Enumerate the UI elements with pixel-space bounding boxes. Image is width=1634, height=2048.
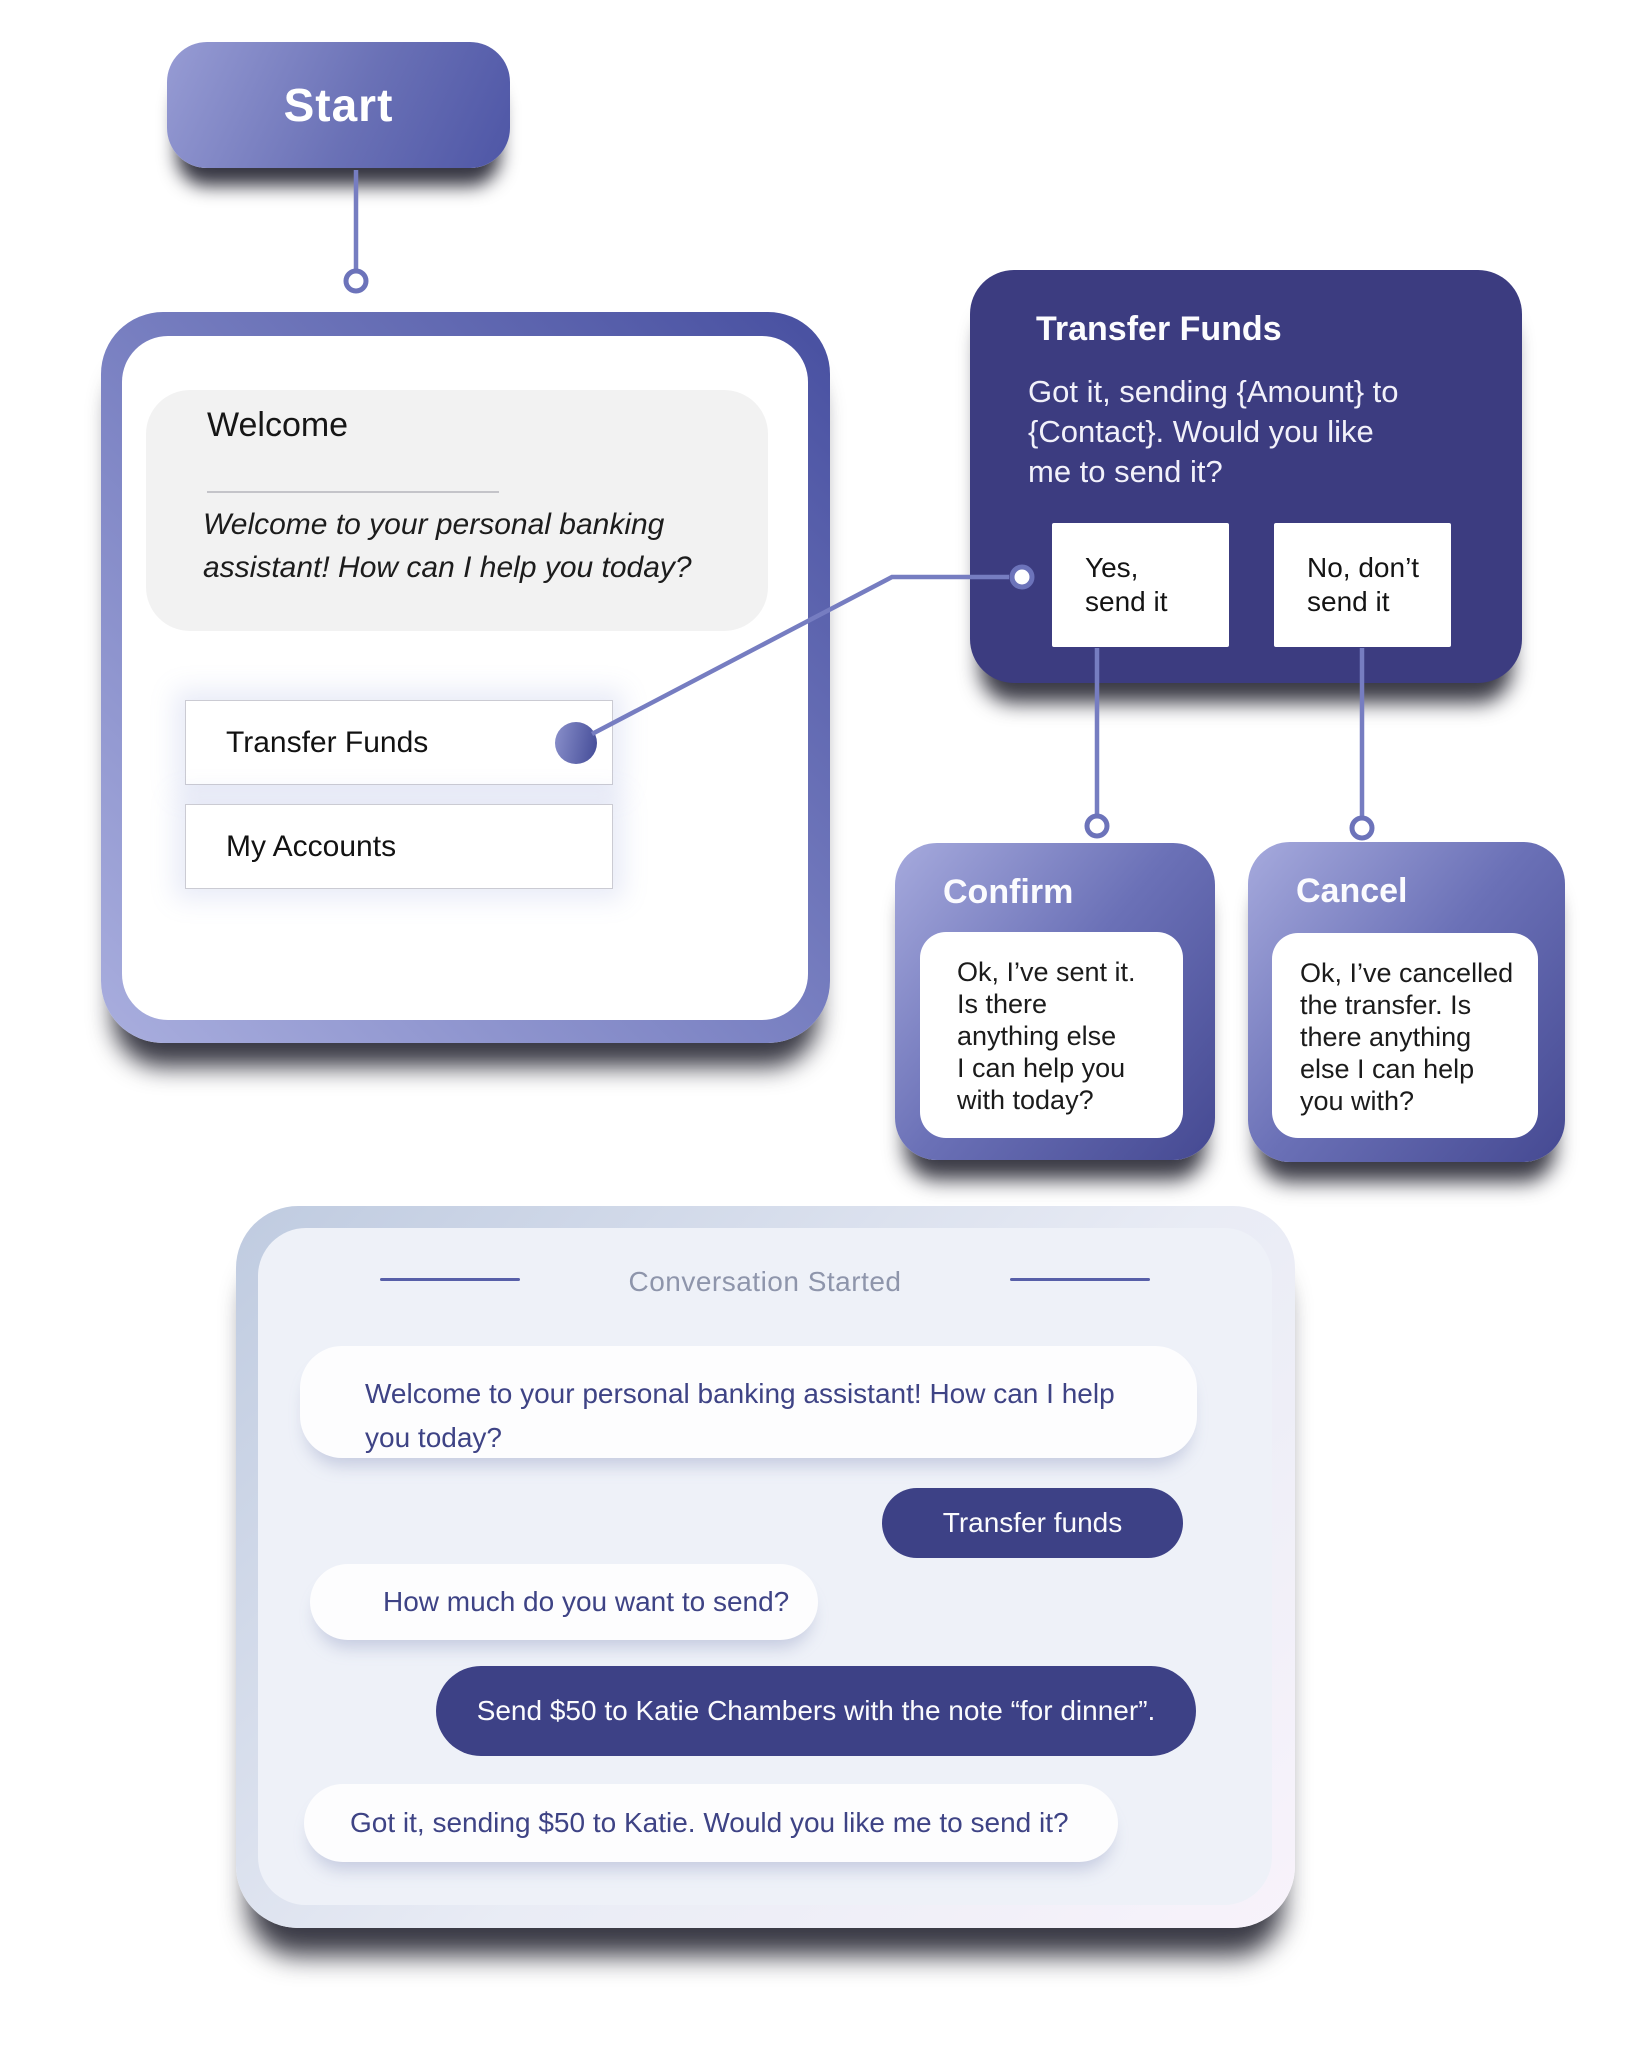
welcome-divider <box>207 491 499 493</box>
bot-message-bubble: How much do you want to send? <box>310 1564 818 1640</box>
start-node-label: Start <box>283 79 394 131</box>
cancel-node-message: Ok, I’ve cancelled the transfer. Is ther… <box>1272 933 1538 1138</box>
transfer-funds-node-message: Got it, sending {Amount} to {Contact}. W… <box>1028 374 1399 489</box>
no-dont-send-it-button[interactable]: No, don’t send it <box>1274 523 1451 647</box>
bot-message-text: Got it, sending $50 to Katie. Would you … <box>350 1807 1069 1838</box>
yes-send-it-button[interactable]: Yes, send it <box>1052 523 1229 647</box>
start-node[interactable]: Start <box>167 42 510 168</box>
conversation-preview-panel: Conversation Started Welcome to your per… <box>236 1206 1295 1928</box>
cancel-node-title: Cancel <box>1296 872 1408 910</box>
option-button-transfer-funds[interactable]: Transfer Funds <box>185 700 613 785</box>
divider-line-right <box>1010 1278 1150 1281</box>
transfer-funds-node[interactable]: Transfer Funds Got it, sending {Amount} … <box>970 270 1522 683</box>
confirm-node[interactable]: Confirm Ok, I’ve sent it. Is there anyth… <box>895 843 1215 1160</box>
bot-message-bubble: Got it, sending $50 to Katie. Would you … <box>304 1784 1118 1862</box>
option-transfer-funds-label: Transfer Funds <box>226 725 429 759</box>
bot-message-bubble: Welcome to your personal banking assista… <box>300 1346 1197 1458</box>
divider-line-left <box>380 1278 520 1281</box>
wire-endpoint-ring <box>343 268 369 294</box>
bot-message-text: How much do you want to send? <box>383 1586 790 1617</box>
option-my-accounts-label: My Accounts <box>226 829 397 863</box>
wire-endpoint-ring <box>1349 815 1375 841</box>
bot-message-text: Welcome to your personal banking assista… <box>365 1378 1115 1453</box>
welcome-title: Welcome <box>207 406 349 444</box>
conversation-preview-body: Conversation Started Welcome to your per… <box>258 1228 1272 1905</box>
confirm-node-title: Confirm <box>943 873 1074 911</box>
confirm-node-message: Ok, I’ve sent it. Is there anything else… <box>920 932 1183 1138</box>
connector-port-icon[interactable] <box>555 722 597 764</box>
option-button-my-accounts[interactable]: My Accounts <box>185 804 613 889</box>
transfer-funds-node-title: Transfer Funds <box>1036 310 1282 348</box>
cancel-node[interactable]: Cancel Ok, I’ve cancelled the transfer. … <box>1248 842 1565 1162</box>
conversation-started-label: Conversation Started <box>628 1266 902 1297</box>
user-message-bubble: Send $50 to Katie Chambers with the note… <box>436 1666 1196 1756</box>
user-message-bubble: Transfer funds <box>882 1488 1183 1558</box>
wire-endpoint-ring <box>1084 813 1110 839</box>
welcome-message-text: Welcome to your personal banking assista… <box>203 508 692 584</box>
